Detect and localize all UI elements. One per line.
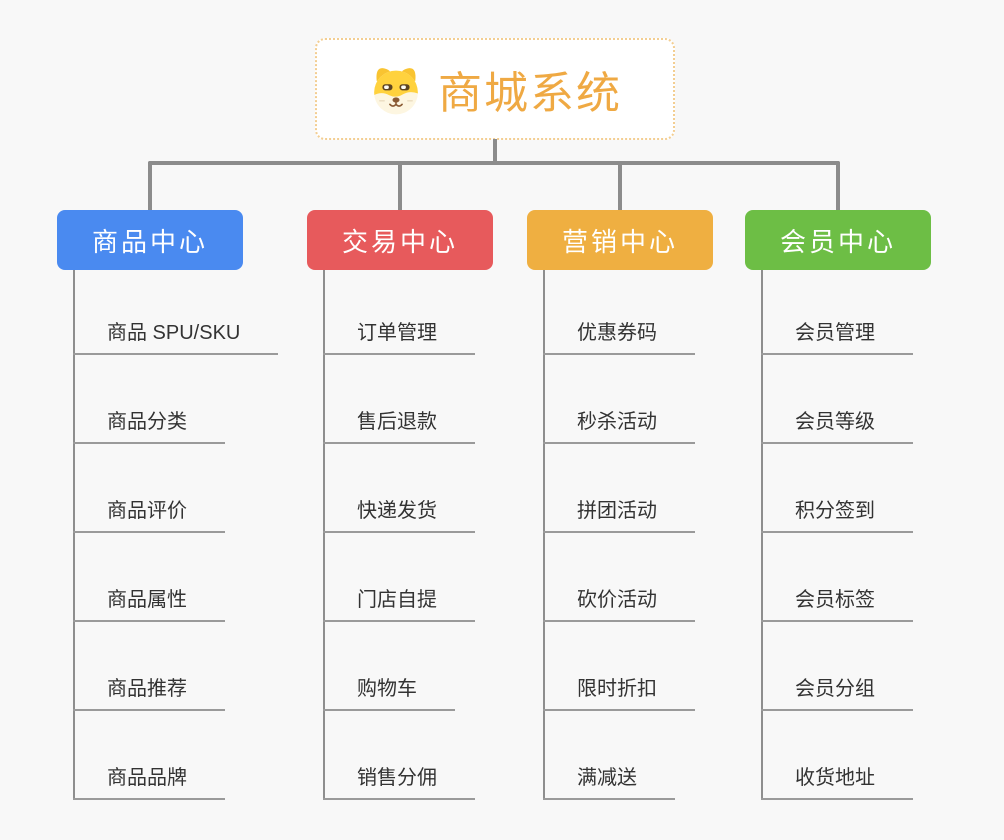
connector-horizontal-bar [148,161,840,165]
mindmap-item[interactable]: 商品 SPU/SKU [73,317,279,355]
mindmap-item[interactable]: 商品分类 [73,406,225,444]
mindmap-item[interactable]: 商品品牌 [73,762,225,800]
mindmap-item[interactable]: 收货地址 [761,762,913,800]
mindmap-item[interactable]: 销售分佣 [323,762,475,800]
branch-header-marketing-center[interactable]: 营销中心 [527,210,713,270]
mindmap-item[interactable]: 门店自提 [323,584,475,622]
connector-drop-member-center [836,161,840,212]
mindmap-item[interactable]: 拼团活动 [543,495,695,533]
branch-header-trade-center[interactable]: 交易中心 [307,210,493,270]
mindmap-item[interactable]: 满减送 [543,762,675,800]
branch-line [73,270,75,800]
branch-column-member-center: 会员中心 会员管理 会员等级 积分签到 会员标签 会员分组 收货地址 [745,210,995,810]
branch-line [543,270,545,800]
mindmap-item[interactable]: 商品推荐 [73,673,225,711]
root-node-mall-system[interactable]: 商城系统 [315,38,675,140]
mindmap-item[interactable]: 会员管理 [761,317,913,355]
branch-line [323,270,325,800]
mindmap-item[interactable]: 订单管理 [323,317,475,355]
branch-header-member-center[interactable]: 会员中心 [745,210,931,270]
mindmap-item[interactable]: 会员等级 [761,406,913,444]
mindmap-item[interactable]: 售后退款 [323,406,475,444]
branch-column-product-center: 商品中心 商品 SPU/SKU 商品分类 商品评价 商品属性 商品推荐 商品品牌 [57,210,307,810]
branch-line [761,270,763,800]
mindmap-item[interactable]: 会员标签 [761,584,913,622]
mindmap-item[interactable]: 商品属性 [73,584,225,622]
connector-drop-trade-center [398,161,402,212]
mindmap-item[interactable]: 限时折扣 [543,673,695,711]
branch-column-marketing-center: 营销中心 优惠券码 秒杀活动 拼团活动 砍价活动 限时折扣 满减送 [527,210,777,810]
mindmap-item[interactable]: 商品评价 [73,495,225,533]
root-node-title: 商城系统 [438,69,622,118]
connector-drop-product-center [148,161,152,212]
dog-face-icon [368,61,424,117]
mindmap-item[interactable]: 积分签到 [761,495,913,533]
mindmap-item[interactable]: 快递发货 [323,495,475,533]
mindmap-item[interactable]: 秒杀活动 [543,406,695,444]
connector-drop-marketing-center [618,161,622,212]
mindmap-item[interactable]: 优惠券码 [543,317,695,355]
branch-column-trade-center: 交易中心 订单管理 售后退款 快递发货 门店自提 购物车 销售分佣 [307,210,557,810]
mindmap-item[interactable]: 购物车 [323,673,455,711]
mindmap-item[interactable]: 砍价活动 [543,584,695,622]
mindmap-item[interactable]: 会员分组 [761,673,913,711]
connector-root-stem [493,139,497,163]
branch-header-product-center[interactable]: 商品中心 [57,210,243,270]
